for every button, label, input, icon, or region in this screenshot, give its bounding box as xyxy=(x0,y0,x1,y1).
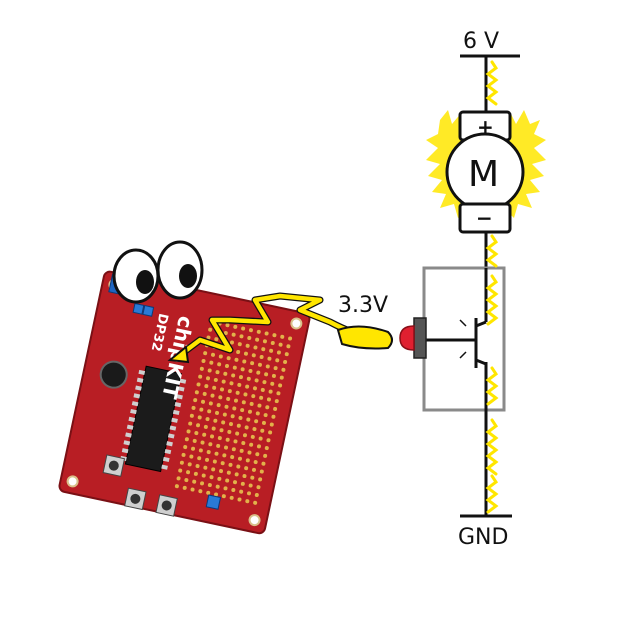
current-squiggle xyxy=(488,476,496,512)
signal-button xyxy=(400,318,426,358)
supply-voltage-label: 6 V xyxy=(463,29,499,54)
board-pcb xyxy=(58,271,310,535)
current-squiggle xyxy=(488,420,496,474)
current-squiggle xyxy=(488,62,496,104)
motor-minus-terminal: − xyxy=(476,206,493,230)
signal-voltage-label: 3.3V xyxy=(338,293,388,318)
ground-label: GND xyxy=(458,525,508,550)
motor-letter: M xyxy=(468,154,499,195)
current-squiggle xyxy=(488,236,496,266)
chipkit-board: chipKIT DP32 xyxy=(58,271,310,536)
